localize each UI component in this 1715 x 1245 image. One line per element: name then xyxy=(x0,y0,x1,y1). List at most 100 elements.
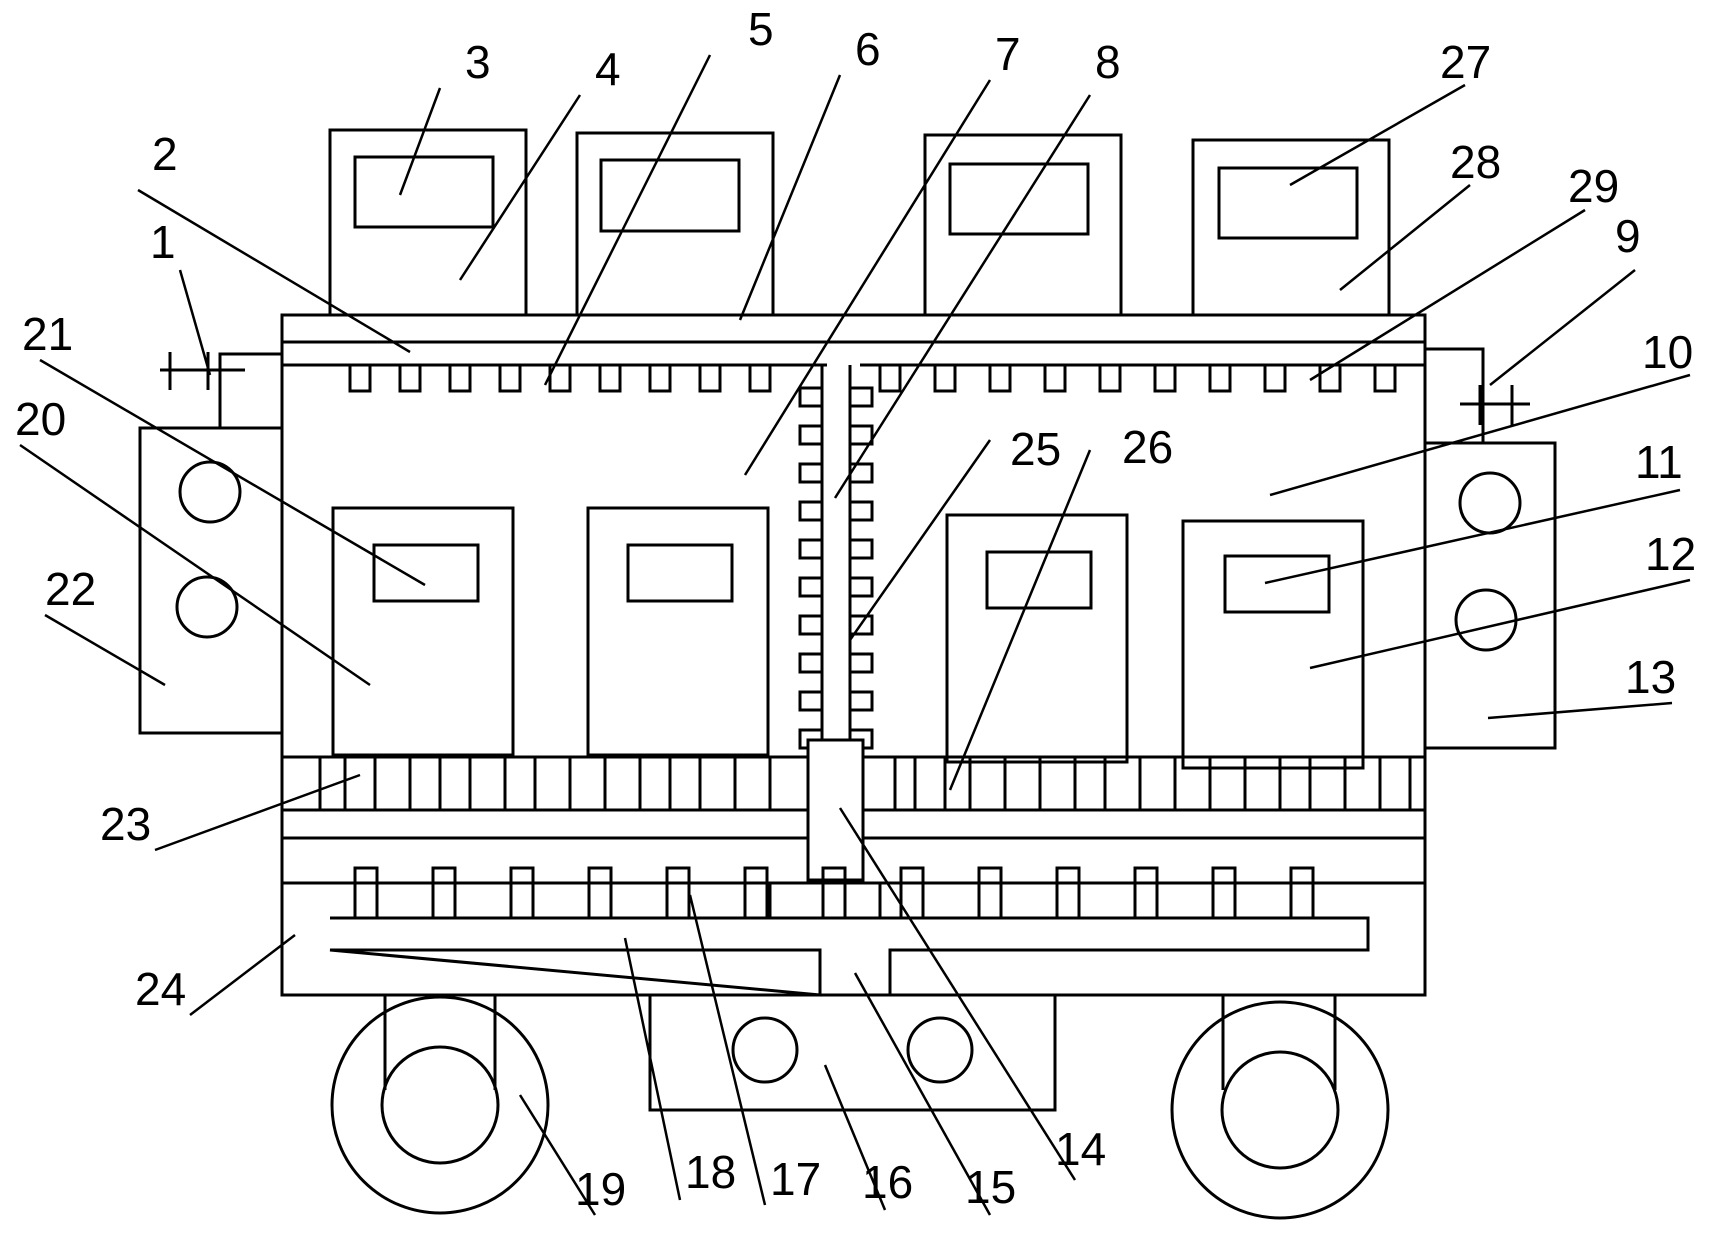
leader-20 xyxy=(19,443,371,687)
vertical-shaft-teeth xyxy=(798,386,874,750)
inner-cabinet-4 xyxy=(1181,519,1365,770)
top-cabinets xyxy=(328,128,1391,317)
left-wheel-fork xyxy=(383,995,497,1090)
label-12: 12 xyxy=(1645,528,1696,580)
left-bracket xyxy=(218,352,284,430)
inner-window-2 xyxy=(626,543,734,603)
leader-27 xyxy=(1289,83,1466,187)
label-11: 11 xyxy=(1635,436,1683,488)
leader-9 xyxy=(1489,269,1636,386)
leader-2 xyxy=(137,188,411,354)
label-21: 21 xyxy=(22,308,73,360)
top-window-2 xyxy=(599,158,741,233)
label-15: 15 xyxy=(965,1161,1016,1213)
left-wheel-inner xyxy=(380,1045,500,1165)
leader-7 xyxy=(743,79,992,476)
leader-22 xyxy=(44,613,166,687)
leader-12 xyxy=(1309,578,1691,670)
main-body xyxy=(280,313,1427,997)
label-1: 1 xyxy=(150,216,176,268)
label-18: 18 xyxy=(685,1146,736,1198)
label-14: 14 xyxy=(1055,1123,1106,1175)
inner-window-4 xyxy=(1223,554,1331,614)
label-26: 26 xyxy=(1122,421,1173,473)
right-wheel-fork xyxy=(1221,995,1337,1090)
label-29: 29 xyxy=(1568,160,1619,212)
leader-11 xyxy=(1264,488,1681,585)
left-bolt-1 xyxy=(178,460,242,524)
label-24: 24 xyxy=(135,963,186,1015)
label-5: 5 xyxy=(748,3,774,55)
inner-cabinets xyxy=(331,506,1365,770)
leader-28 xyxy=(1339,184,1471,291)
leader-15 xyxy=(853,972,992,1216)
label-25: 25 xyxy=(1010,423,1061,475)
left-clamp xyxy=(160,352,245,390)
left-side-plate xyxy=(138,426,284,735)
leader-lines xyxy=(19,54,1691,1216)
slat-band xyxy=(282,738,1425,882)
inner-cabinet-3 xyxy=(945,513,1129,764)
leader-25 xyxy=(848,439,992,641)
label-4: 4 xyxy=(595,43,621,95)
label-2: 2 xyxy=(152,128,178,180)
leader-26 xyxy=(948,449,1092,791)
label-13: 13 xyxy=(1625,651,1676,703)
left-bolt-2 xyxy=(175,575,239,639)
leader-4 xyxy=(458,94,582,281)
inner-window-3 xyxy=(985,550,1093,610)
lower-assembly xyxy=(282,866,1425,997)
labels: 1 2 3 4 5 6 7 8 9 10 11 12 13 14 15 16 1… xyxy=(15,3,1696,1215)
right-bracket xyxy=(1423,347,1485,445)
leader-16 xyxy=(823,1064,887,1211)
top-window-3 xyxy=(948,162,1090,236)
label-27: 27 xyxy=(1440,36,1491,88)
leader-24 xyxy=(189,934,296,1016)
top-cabinet-4 xyxy=(1191,138,1391,317)
leader-10 xyxy=(1269,373,1691,497)
label-9: 9 xyxy=(1615,210,1641,262)
top-window-1 xyxy=(353,155,495,229)
right-wheel-inner xyxy=(1220,1050,1340,1170)
upper-rack-right-teeth xyxy=(878,365,1397,393)
right-side-plate xyxy=(1423,441,1557,750)
label-10: 10 xyxy=(1642,326,1693,378)
label-3: 3 xyxy=(465,36,491,88)
label-17: 17 xyxy=(770,1153,821,1205)
leader-1 xyxy=(178,269,212,376)
slat-dividers xyxy=(318,757,1412,810)
left-wheel-outer xyxy=(330,995,550,1215)
label-20: 20 xyxy=(15,393,66,445)
base-bolt-1 xyxy=(731,1016,799,1084)
label-22: 22 xyxy=(45,563,96,615)
leader-3 xyxy=(398,87,442,196)
label-23: 23 xyxy=(100,798,151,850)
label-28: 28 xyxy=(1450,136,1501,188)
side-mounts xyxy=(138,347,1557,750)
leader-13 xyxy=(1487,701,1673,720)
inner-cabinet-2 xyxy=(586,506,770,757)
leader-19 xyxy=(518,1094,597,1216)
leader-14 xyxy=(838,807,1077,1181)
right-wheel-outer xyxy=(1170,1000,1390,1220)
top-window-4 xyxy=(1217,166,1359,240)
lower-rack-teeth xyxy=(353,866,1315,918)
label-6: 6 xyxy=(855,23,881,75)
wheels xyxy=(330,995,1390,1220)
leader-21 xyxy=(39,358,426,587)
leader-23 xyxy=(154,773,361,852)
label-8: 8 xyxy=(1095,36,1121,88)
inner-cabinet-1 xyxy=(331,506,515,757)
right-bolt-1 xyxy=(1458,471,1522,535)
leader-6 xyxy=(738,74,842,321)
central-stem xyxy=(806,738,865,882)
leader-5 xyxy=(543,54,712,386)
label-19: 19 xyxy=(575,1163,626,1215)
leader-29 xyxy=(1309,208,1586,382)
inner-window-1 xyxy=(372,543,480,603)
upper-rack-left-teeth xyxy=(348,365,772,393)
base-bolt-2 xyxy=(906,1016,974,1084)
top-cabinet-3 xyxy=(923,133,1123,317)
right-clamp xyxy=(1460,385,1530,425)
